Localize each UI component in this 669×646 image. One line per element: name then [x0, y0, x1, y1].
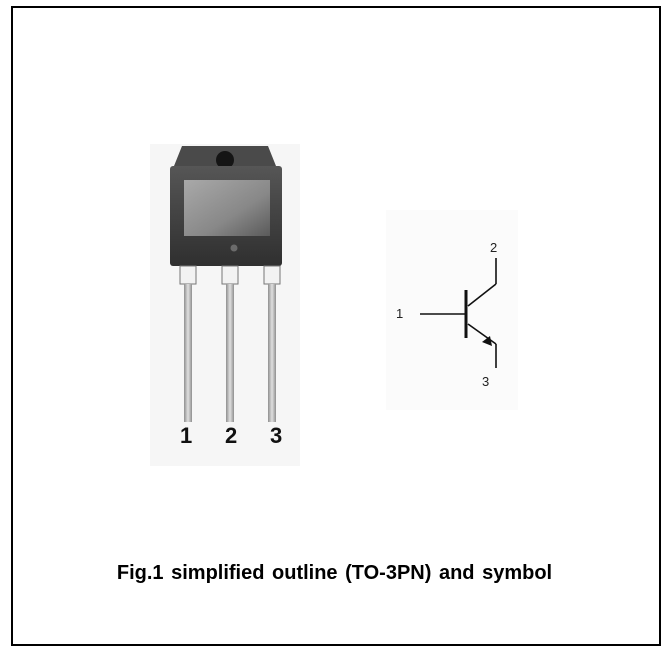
lead-shoulder-3 [263, 265, 281, 285]
package-pin-label-1: 1 [180, 423, 193, 448]
symbol-collector-label: 2 [490, 240, 498, 255]
lead-1 [184, 284, 192, 422]
package-drawing [150, 144, 300, 466]
mounting-hole [216, 151, 234, 169]
lead-shoulder-1 [179, 265, 197, 285]
lead-2 [226, 284, 234, 422]
figure-frame [11, 6, 661, 646]
emitter-arrow-icon [482, 336, 492, 346]
package-pin-label-3: 3 [270, 423, 283, 448]
package-pin-label-2: 2 [225, 423, 238, 448]
symbol-drawing [386, 210, 518, 410]
symbol-background [386, 210, 518, 410]
symbol-base-label: 1 [396, 306, 404, 321]
ejector-pin-dot [230, 244, 238, 252]
collector-diagonal [467, 283, 497, 307]
marking-window [184, 180, 270, 236]
npn-transistor-symbol: 1 2 3 [386, 210, 518, 410]
figure-caption: Fig.1 simplified outline (TO-3PN) and sy… [116, 562, 553, 584]
symbol-emitter-label: 3 [482, 374, 490, 389]
lead-3 [268, 284, 276, 422]
lead-shoulder-2 [221, 265, 239, 285]
emitter-diagonal [467, 323, 497, 345]
to-3pn-package-image [150, 144, 300, 466]
